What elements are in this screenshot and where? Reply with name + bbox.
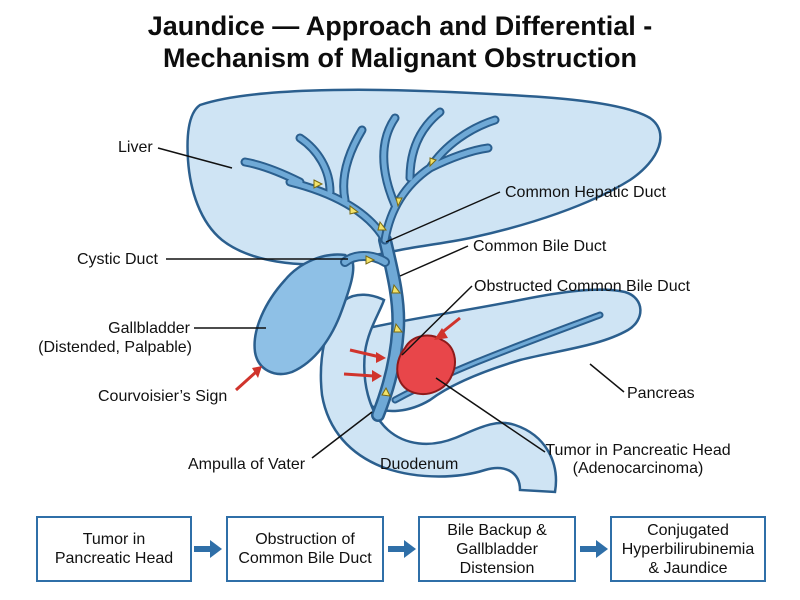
label-common-bile-duct: Common Bile Duct: [473, 238, 607, 255]
label-ampulla-of-vater: Ampulla of Vater: [188, 456, 306, 473]
red-arrow-head: [434, 328, 448, 340]
duodenum-shape: [319, 293, 558, 494]
bile-flow-arrow: [349, 205, 360, 215]
pancreatic-head-tumor: [396, 334, 456, 395]
red-arrow: [349, 348, 381, 359]
flow-arrow-shaft: [580, 546, 596, 552]
label-tumor-line2: (Adenocarcinoma): [572, 460, 704, 477]
label-tumor-line1: Tumor in Pancreatic Head: [545, 442, 731, 459]
flow-box-line: Distension: [459, 559, 535, 577]
label-courvoisier-sign: Courvoisier’s Sign: [98, 388, 228, 405]
flow-arrow-head: [404, 540, 416, 558]
label-liver: Liver: [118, 139, 153, 156]
bile-flow-arrow: [393, 322, 403, 333]
label-gallbladder-line1: Gallbladder: [108, 320, 190, 337]
bile-flow-arrows: [313, 157, 437, 397]
flow-box-line: & Jaundice: [648, 559, 728, 577]
flow-box-tumor: Tumor in Pancreatic Head: [36, 516, 192, 582]
flow-box-line: Tumor in: [82, 531, 146, 548]
compression-arrows: [234, 316, 461, 392]
bile-flow-arrow: [365, 255, 376, 265]
label-duodenum: Duodenum: [380, 456, 459, 473]
flow-arrow-shaft: [388, 546, 404, 552]
gallbladder-shape: [253, 253, 355, 376]
bile-flow-arrow: [391, 283, 401, 294]
flow-arrows: [194, 540, 608, 558]
common-hepatic-duct-leader: [385, 191, 501, 243]
red-arrow-head: [252, 366, 262, 378]
red-arrow-head: [372, 370, 382, 382]
flow-box-line: Pancreatic Head: [54, 550, 174, 567]
red-arrow: [343, 372, 375, 378]
common-bile-duct-leader: [399, 245, 469, 277]
cystic-duct-lumen: [342, 253, 388, 265]
bile-flow-arrow: [381, 386, 391, 397]
pancreas-leader: [589, 363, 625, 393]
red-arrow: [234, 370, 258, 392]
flow-box-line: Bile Backup &: [447, 521, 547, 539]
diagram-title-line2: Mechanism of Malignant Obstruction: [162, 43, 638, 73]
bile-flow-arrow: [377, 220, 387, 231]
flow-box-jaundice: Conjugated Hyperbilirubinemia & Jaundice: [610, 516, 766, 582]
label-obstructed-cbd: Obstructed Common Bile Duct: [474, 278, 691, 295]
flow-box-bile-backup: Bile Backup & Gallbladder Distension: [418, 516, 576, 582]
flow-box-line: Common Bile Duct: [238, 550, 372, 567]
label-common-hepatic-duct: Common Hepatic Duct: [505, 184, 666, 201]
leader-lines: [157, 147, 625, 459]
flow-arrow-shaft: [194, 546, 210, 552]
flow-box-obstruction: Obstruction of Common Bile Duct: [226, 516, 384, 582]
bile-flow-arrow: [429, 157, 437, 168]
tumor-leader: [435, 377, 546, 453]
obstructed-cbd-leader: [401, 285, 473, 356]
label-gallbladder-line2: (Distended, Palpable): [38, 339, 192, 356]
ampulla-leader: [311, 411, 373, 459]
flow-arrow-head: [210, 540, 222, 558]
flow-box-line: Conjugated: [647, 521, 729, 539]
flow-box-line: Obstruction of: [255, 531, 355, 548]
diagram-title-line1: Jaundice — Approach and Differential -: [147, 11, 653, 41]
label-cystic-duct: Cystic Duct: [77, 251, 158, 268]
flow-box-line: Hyperbilirubinemia: [621, 540, 755, 558]
label-pancreas: Pancreas: [627, 385, 695, 402]
red-arrow-head: [376, 352, 386, 363]
liver-leader: [157, 147, 233, 169]
bile-flow-arrow: [395, 197, 403, 208]
flow-arrow-head: [596, 540, 608, 558]
left-hepatic-branch-lumen: [242, 127, 388, 243]
flow-box-line: Gallbladder: [456, 540, 538, 558]
bile-flow-arrow: [313, 179, 324, 189]
